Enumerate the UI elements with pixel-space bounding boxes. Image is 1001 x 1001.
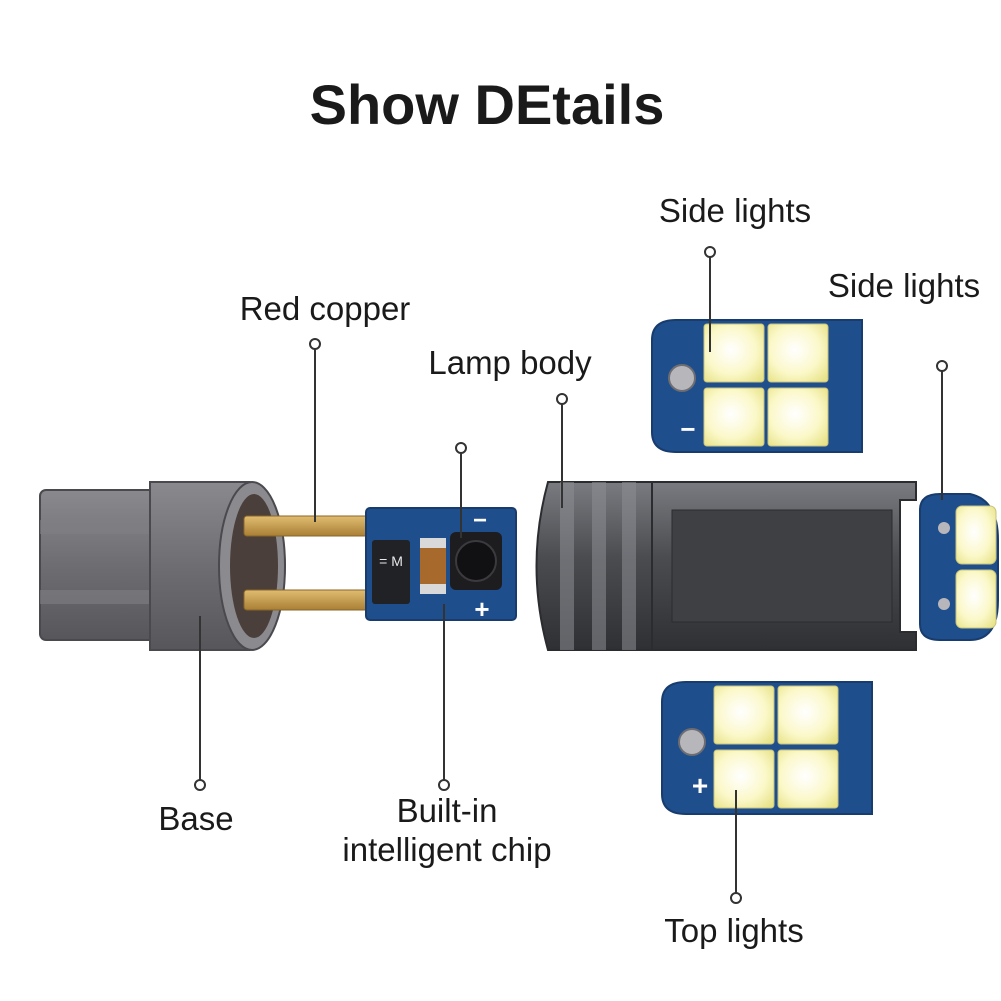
label-chip-line2: intelligent chip bbox=[342, 831, 551, 868]
page-title: Show DEtails bbox=[310, 73, 665, 136]
label-lamp-body: Lamp body bbox=[428, 344, 592, 381]
label-side-lights-right: Side lights bbox=[828, 267, 980, 304]
intelligent-chip-board: = M − + bbox=[365, 507, 517, 624]
label-red-copper: Red copper bbox=[240, 290, 411, 327]
label-side-lights-top: Side lights bbox=[659, 192, 811, 229]
base-socket bbox=[39, 481, 287, 651]
label-chip-line1: Built-in bbox=[397, 792, 498, 829]
red-copper-leads bbox=[243, 515, 369, 611]
side-lights-board-right bbox=[919, 493, 999, 641]
top-board-minus-mark: − bbox=[680, 414, 695, 444]
svg-text:= M: = M bbox=[379, 553, 403, 569]
chip-plus-mark: + bbox=[474, 594, 489, 624]
lamp-body bbox=[535, 481, 917, 651]
side-lights-board-top: − bbox=[651, 319, 863, 453]
label-base: Base bbox=[158, 800, 233, 837]
bottom-board-plus-mark: + bbox=[692, 770, 708, 801]
label-top-lights: Top lights bbox=[664, 912, 803, 949]
top-lights-board: + bbox=[661, 681, 873, 815]
callout-leaders bbox=[194, 246, 948, 904]
chip-minus-mark: − bbox=[473, 507, 487, 534]
